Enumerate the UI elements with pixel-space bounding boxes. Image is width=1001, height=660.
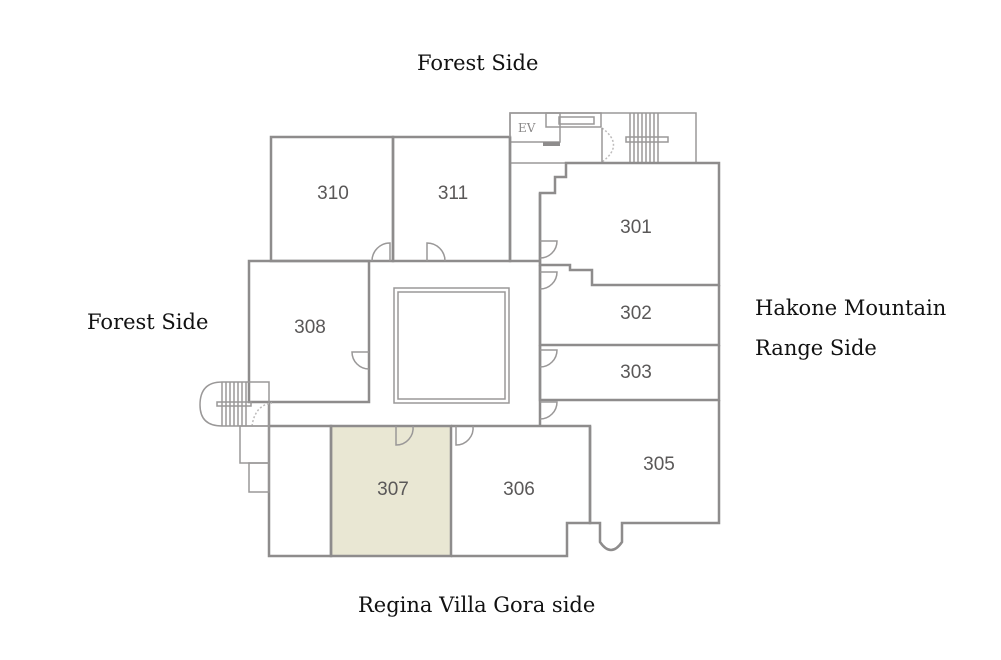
- room-308[interactable]: [247, 259, 371, 404]
- atrium-void: [393, 287, 510, 404]
- elevator-label: EV: [518, 121, 536, 135]
- stairs-top-icon: [625, 113, 669, 163]
- room-label-308: 308: [294, 317, 326, 338]
- room-label-310: 310: [317, 183, 349, 204]
- room-storage: [267, 424, 333, 558]
- stairs-left-icon: [199, 381, 273, 493]
- side-label-bottom: Regina Villa Gora side: [358, 593, 596, 617]
- room-306[interactable]: [451, 424, 592, 558]
- room-label-301: 301: [620, 217, 652, 238]
- room-label-302: 302: [620, 303, 652, 324]
- room-label-303: 303: [620, 362, 652, 383]
- room-307-fill[interactable]: [331, 426, 451, 556]
- side-label-left: Forest Side: [87, 310, 209, 334]
- room-label-307: 307: [377, 479, 409, 500]
- room-label-306: 306: [503, 479, 535, 500]
- door-icons: [351, 240, 558, 446]
- room-label-305: 305: [643, 454, 675, 475]
- room-label-311: 311: [438, 183, 468, 204]
- side-label-right-line2: Range Side: [755, 336, 877, 360]
- side-label-top: Forest Side: [417, 51, 539, 75]
- side-label-right-line1: Hakone Mountain: [755, 296, 947, 320]
- room-305[interactable]: [588, 400, 721, 552]
